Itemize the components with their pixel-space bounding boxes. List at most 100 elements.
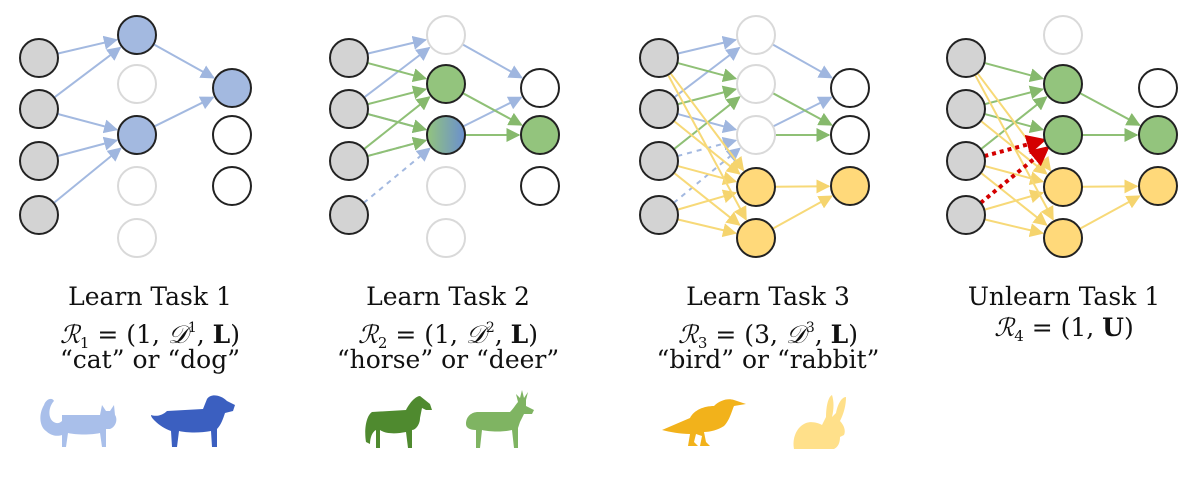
edge-task2 xyxy=(367,85,428,106)
output-node-empty xyxy=(212,115,252,155)
hidden-node-inactive xyxy=(426,15,466,55)
hidden-node-task3 xyxy=(1043,167,1083,207)
edge-task1 xyxy=(153,43,215,79)
hidden-node-task2 xyxy=(426,64,466,104)
edge-task2 xyxy=(984,85,1045,106)
formula-task: 3 xyxy=(754,320,770,349)
hidden-node-inactive xyxy=(117,218,157,258)
hidden-node-inactive xyxy=(1043,15,1083,55)
output-node-task3 xyxy=(830,166,870,206)
formula-task: 1 xyxy=(1070,313,1087,342)
deer-icon xyxy=(466,390,534,448)
hidden-node-inactive xyxy=(117,64,157,104)
edge-task2 xyxy=(363,96,431,150)
edge-task3 xyxy=(667,74,747,221)
edge-task1 xyxy=(53,147,122,204)
edge-task2 xyxy=(367,61,428,83)
input-node xyxy=(639,141,679,181)
hidden-node-inactive xyxy=(736,15,776,55)
panel-4-formula: ℛ4 = (1, U) xyxy=(994,313,1134,345)
dog-icon xyxy=(151,395,235,447)
edge-task1-shared xyxy=(363,147,431,204)
edge-task1-shared xyxy=(673,147,741,204)
formula-op: L xyxy=(212,320,231,349)
hidden-node-task2 xyxy=(1043,115,1083,155)
edge-task1 xyxy=(462,96,523,128)
hidden-node-inactive xyxy=(736,64,776,104)
input-node xyxy=(19,89,59,129)
panel-1-title: Learn Task 1 xyxy=(68,282,232,311)
edge-removed xyxy=(983,134,1047,159)
output-node-task2 xyxy=(1138,115,1178,155)
edge-task1 xyxy=(57,35,118,55)
output-node-task3 xyxy=(1138,166,1178,206)
edge-task3 xyxy=(984,218,1044,238)
edge-task2 xyxy=(367,112,428,134)
edge-task3 xyxy=(677,218,737,238)
panel-2-classes: “horse” or “deer” xyxy=(336,345,560,374)
input-node xyxy=(19,38,59,78)
input-node xyxy=(946,195,986,235)
edge-task3 xyxy=(983,189,1045,211)
edge-task3 xyxy=(1081,179,1139,194)
formula-op: L xyxy=(830,320,849,349)
edge-task2 xyxy=(367,136,428,158)
edge-task3 xyxy=(669,72,745,172)
edge-task2 xyxy=(677,61,738,83)
output-node-empty xyxy=(830,115,870,155)
input-node xyxy=(19,141,59,181)
edge-task1 xyxy=(57,136,119,158)
rabbit-icon xyxy=(793,395,846,449)
formula-task: 1 xyxy=(136,320,152,349)
panel-2-formula: ℛ2 = (1, 𝒟2, L) xyxy=(357,320,539,352)
edge-task2 xyxy=(1079,92,1141,126)
edge-task1 xyxy=(673,46,741,99)
edge-task1 xyxy=(772,96,833,128)
formula-task: 1 xyxy=(434,320,450,349)
input-node xyxy=(946,89,986,129)
output-node-empty xyxy=(830,68,870,108)
edge-removed xyxy=(979,145,1050,205)
edge-task1 xyxy=(367,35,427,55)
edge-task2 xyxy=(462,92,523,126)
input-node xyxy=(329,38,369,78)
edge-task1 xyxy=(772,43,833,79)
input-node xyxy=(946,141,986,181)
edge-task3 xyxy=(677,164,738,186)
horse-icon xyxy=(365,396,432,448)
formula-index: 1 xyxy=(79,334,90,352)
panel-1-formula: ℛ1 = (1, 𝒟1, L) xyxy=(59,320,241,352)
formula-op: U xyxy=(1102,313,1124,342)
input-node xyxy=(329,195,369,235)
input-node xyxy=(639,195,679,235)
cat-icon xyxy=(40,398,117,447)
output-node-empty xyxy=(520,166,560,206)
formula-index: 3 xyxy=(697,334,708,352)
hidden-node-inactive xyxy=(117,166,157,206)
input-node xyxy=(19,195,59,235)
output-node-task1 xyxy=(212,68,252,108)
edge-task3 xyxy=(980,172,1048,226)
edge-task1 xyxy=(462,43,523,79)
edge-task3 xyxy=(673,172,741,226)
bird-icon xyxy=(662,399,746,446)
hidden-node-task3 xyxy=(1043,218,1083,258)
formula-dataset: 3 xyxy=(805,320,815,336)
formula-op: L xyxy=(510,320,529,349)
edge-task2 xyxy=(772,92,833,126)
formula-dataset: 1 xyxy=(187,320,197,336)
edge-task1 xyxy=(677,35,737,55)
input-node xyxy=(639,38,679,78)
hidden-node-inactive xyxy=(426,166,466,206)
output-node-task2 xyxy=(520,115,560,155)
input-node xyxy=(329,89,369,129)
hidden-node-inactive xyxy=(736,115,776,155)
input-node xyxy=(946,38,986,78)
edge-task1 xyxy=(53,46,122,99)
edge-task3 xyxy=(774,179,831,194)
hidden-node-inactive xyxy=(426,218,466,258)
panel-3-formula: ℛ3 = (3, 𝒟3, L) xyxy=(677,320,859,352)
panel-4-title: Unlearn Task 1 xyxy=(967,282,1161,311)
edge-task3 xyxy=(676,189,738,211)
hidden-node-task1 xyxy=(117,15,157,55)
